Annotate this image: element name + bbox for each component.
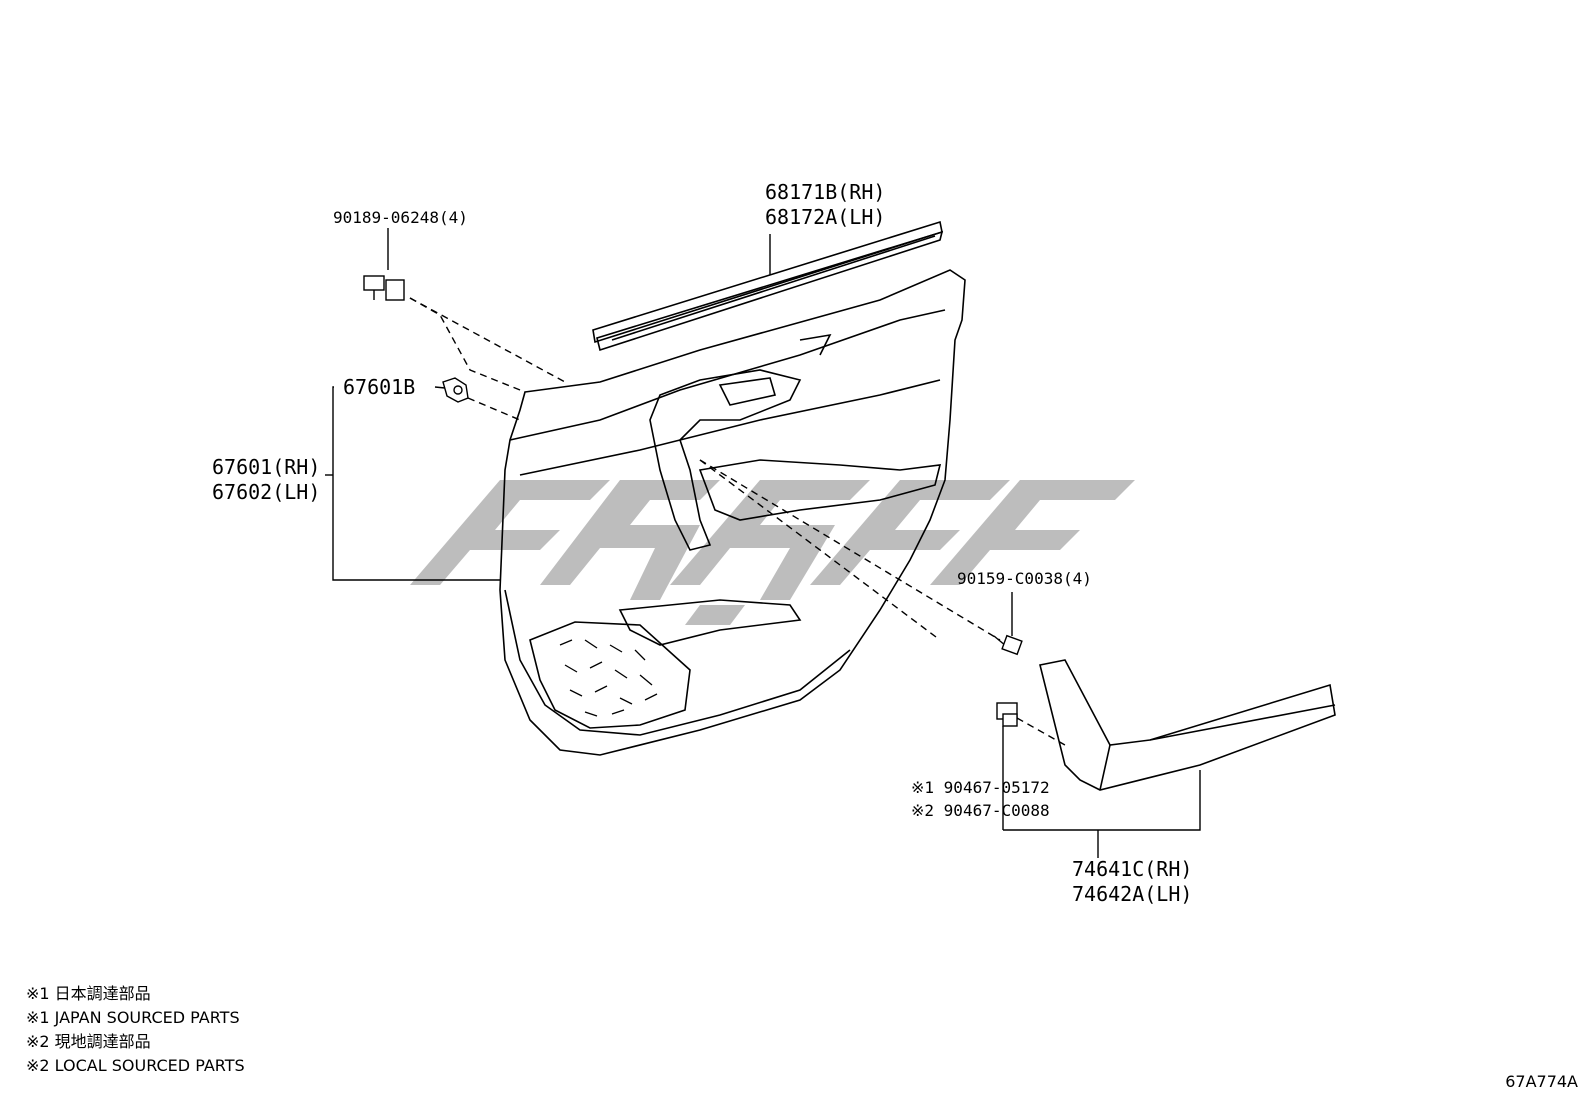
label-screw: 90159-C0038(4) [957,569,1092,588]
watermark [445,460,1135,620]
note-japan-en: ※1 JAPAN SOURCED PARTS [26,1008,240,1027]
label-clip-top: 90189-06248(4) [333,208,468,227]
note-local-jp: ※2 現地調達部品 [26,1032,151,1051]
note-japan-jp: ※1 日本調達部品 [26,984,151,1003]
label-weatherstrip-lh: 68172A(LH) [765,205,886,229]
label-board-rh: 67601(RH) [212,455,321,479]
leader-lines [325,228,1201,858]
label-clip-local: ※2 90467-C0088 [911,801,1050,820]
screw-icon [993,634,1023,656]
weatherstrip [592,220,944,352]
label-clip-japan: ※1 90467-05172 [911,778,1050,797]
door-trim-board [499,269,966,756]
label-clip-panel: 67601B [343,375,416,399]
watermark-logo [410,480,1135,625]
scuff-plate [1039,659,1336,791]
clip-lower-icon [996,702,1018,727]
speaker-grille [559,639,658,717]
clip-top-icon [363,275,405,301]
label-scuff-rh: 74641C(RH) [1072,857,1193,881]
label-board-lh: 67602(LH) [212,480,321,504]
label-scuff-lh: 74642A(LH) [1072,882,1193,906]
diagram-code: 67A774A [1505,1072,1578,1091]
clip-panel-icon [442,377,469,403]
label-weatherstrip-rh: 68171B(RH) [765,180,886,204]
assembly-dashed-lines [409,297,1066,746]
note-local-en: ※2 LOCAL SOURCED PARTS [26,1056,245,1075]
